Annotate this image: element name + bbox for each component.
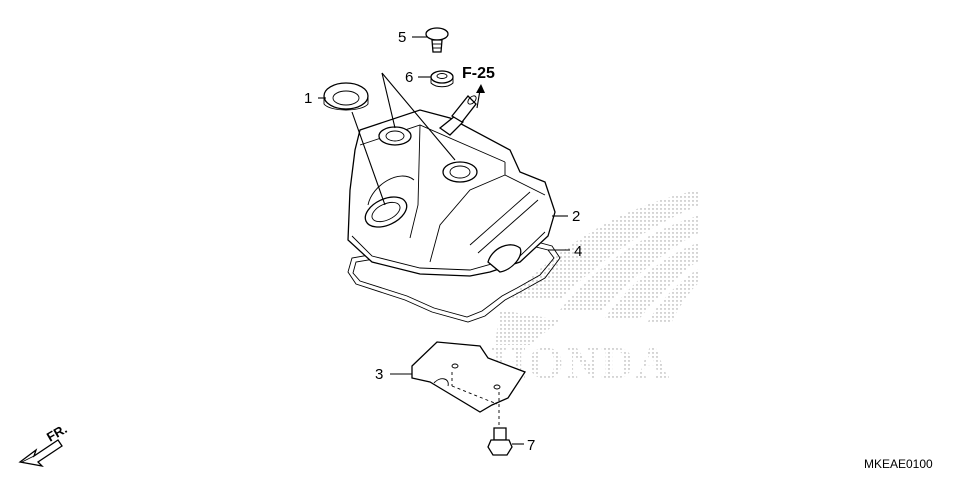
special-bolt <box>425 27 449 53</box>
plug-hole-seal <box>323 82 369 111</box>
callout-3: 3 <box>375 366 383 383</box>
callout-4: 4 <box>574 243 582 260</box>
honda-wing-watermark <box>495 190 700 345</box>
heat-guard-plate <box>411 341 526 413</box>
cover-gasket <box>347 231 561 323</box>
front-indicator-label: FR. <box>44 421 70 444</box>
leader-lines <box>318 36 570 445</box>
reference-label-f25: F-25 <box>462 65 495 82</box>
callout-7: 7 <box>527 437 535 454</box>
callout-5: 5 <box>398 29 406 46</box>
cylinder-head-cover <box>347 95 556 277</box>
callout-6: 6 <box>405 69 413 86</box>
breather-arrowhead <box>476 84 485 93</box>
flange-bolt <box>487 392 513 456</box>
diagram-code: MKEAE0100 <box>864 457 933 471</box>
callout-2: 2 <box>572 208 580 225</box>
bolt-washer <box>430 70 454 88</box>
callout-1: 1 <box>304 90 312 107</box>
front-arrow-icon <box>18 439 63 468</box>
